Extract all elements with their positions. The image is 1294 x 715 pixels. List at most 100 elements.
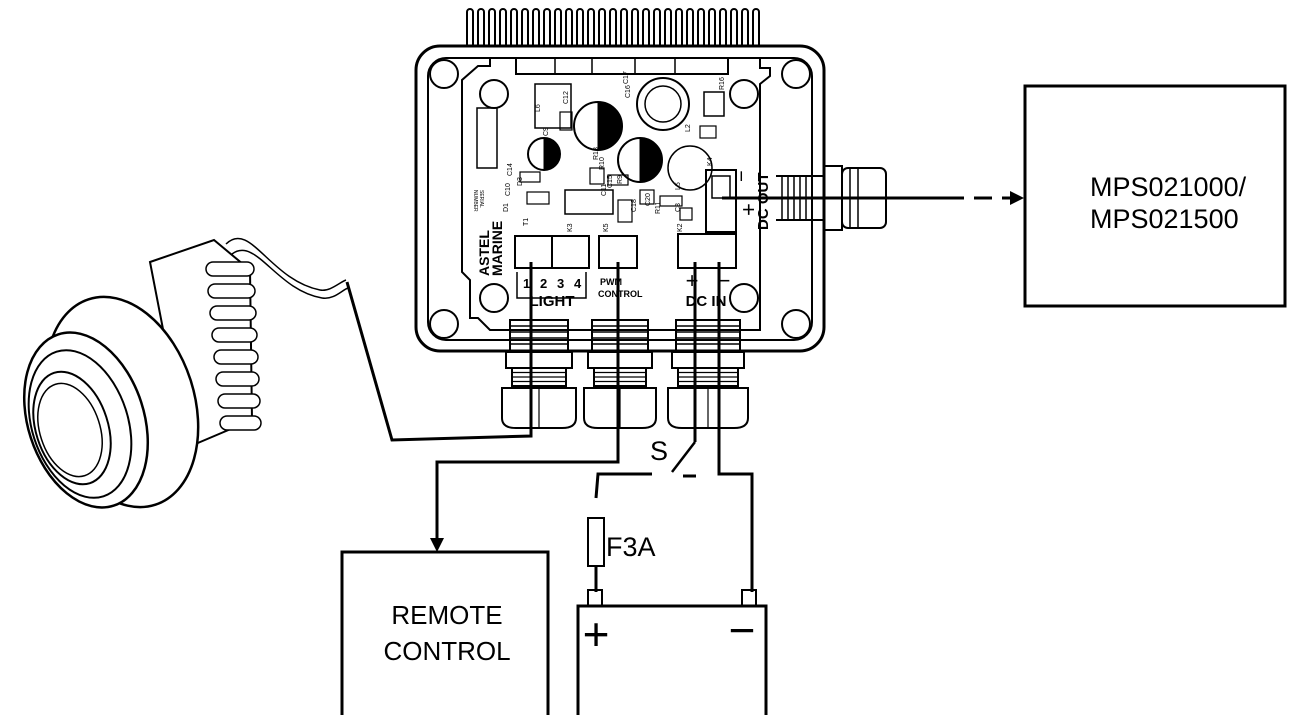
heatsink-fin bbox=[499, 8, 507, 46]
dc-out-minus: − bbox=[731, 170, 753, 182]
pcb-ref-label: C12 bbox=[563, 91, 570, 104]
lamp-fin bbox=[209, 305, 257, 321]
dc-in-plus: + bbox=[686, 268, 699, 293]
remote-control-box bbox=[340, 550, 550, 715]
heatsink-fin bbox=[477, 8, 485, 46]
heatsink-fin bbox=[631, 8, 639, 46]
power-supply-box bbox=[1023, 84, 1287, 308]
power-supply-label-line1: MPS021000/ bbox=[1090, 172, 1247, 202]
heatsink-fin bbox=[741, 8, 749, 46]
heatsink-fin bbox=[488, 8, 496, 46]
dc-out-label: DC OUT bbox=[755, 173, 772, 231]
heatsink-fin bbox=[576, 8, 584, 46]
lamp-fin bbox=[219, 415, 262, 431]
pcb-ref-label: C15 bbox=[607, 175, 614, 188]
dc-out-plus: + bbox=[736, 203, 761, 216]
pcb-ref-label: L6 bbox=[535, 104, 542, 112]
heatsink-fin bbox=[730, 8, 738, 46]
pcb-ref-label: T1 bbox=[523, 218, 530, 226]
cable-gland bbox=[583, 319, 657, 429]
pwm-label-line2: CONTROL bbox=[598, 289, 643, 299]
pcb-ref-label: C9 bbox=[543, 127, 550, 136]
heatsink-fin bbox=[719, 8, 727, 46]
pcb-board bbox=[461, 57, 771, 331]
battery-minus-label: − bbox=[729, 604, 756, 656]
heatsink-fin bbox=[620, 8, 628, 46]
light-pin-4: 4 bbox=[574, 276, 582, 291]
battery bbox=[576, 589, 768, 715]
heatsink-fin bbox=[664, 8, 672, 46]
pcb-ref-label: D1 bbox=[503, 203, 510, 212]
heatsink-fin bbox=[532, 8, 540, 46]
lamp-fin bbox=[207, 283, 256, 299]
heatsink-fin bbox=[697, 8, 705, 46]
heatsink-fin bbox=[554, 8, 562, 46]
remote-control-label-line2: CONTROL bbox=[383, 636, 510, 666]
pcb-ref-label: L2 bbox=[685, 124, 692, 132]
pcb-ref-label: C18 bbox=[631, 199, 638, 212]
capacitor-c16 bbox=[617, 137, 663, 183]
cable-gland bbox=[667, 319, 749, 429]
heatsink-fin bbox=[543, 8, 551, 46]
pwm-label-line1: PWM bbox=[600, 277, 622, 287]
heatsink-fin bbox=[466, 8, 474, 46]
pcb-ref-label: C17 bbox=[623, 71, 630, 84]
pcb-ref-label: C10 bbox=[505, 183, 512, 196]
underwater-light bbox=[22, 237, 349, 509]
heatsink-fin bbox=[565, 8, 573, 46]
brand-label-line2: MARINE bbox=[489, 221, 505, 276]
heatsink-fin bbox=[598, 8, 606, 46]
capacitor-c9 bbox=[527, 137, 561, 171]
pcb-ref-label: R16 bbox=[719, 77, 726, 90]
serial-label-line2: NUMBER bbox=[472, 190, 478, 212]
capacitor-c12 bbox=[573, 101, 623, 151]
brand-label-line1: ASTEL bbox=[476, 230, 492, 276]
pcb-ref-label: K4 bbox=[707, 157, 714, 166]
pcb-ref-label: C11 bbox=[601, 184, 608, 196]
pcb-ref-label: R9 bbox=[617, 175, 624, 184]
cable-glands-bottom bbox=[501, 319, 749, 429]
pcb-ref-label: K3 bbox=[567, 223, 574, 232]
lamp-fin bbox=[213, 349, 259, 365]
heatsink-fin bbox=[609, 8, 617, 46]
heatsink-fin bbox=[675, 8, 683, 46]
pcb-ref-label: C20 bbox=[645, 193, 652, 206]
serial-label-line1: SERIAL bbox=[478, 190, 484, 208]
light-connector-label: LIGHT bbox=[530, 293, 575, 310]
pcb-ref-label: K2 bbox=[677, 223, 684, 232]
lamp-fin bbox=[211, 327, 258, 343]
heatsink-fin bbox=[642, 8, 650, 46]
cable-gland bbox=[501, 319, 577, 429]
pcb-ref-label: C14 bbox=[507, 163, 514, 176]
lamp-fin bbox=[217, 393, 261, 409]
switch-label: S bbox=[650, 436, 668, 466]
light-pin-3: 3 bbox=[557, 276, 564, 291]
heatsink-fin bbox=[708, 8, 716, 46]
heatsink-fin bbox=[653, 8, 661, 46]
pcb-ref-label: K5 bbox=[603, 223, 610, 232]
remote-control-label-line1: REMOTE bbox=[391, 600, 502, 630]
fuse-label: F3A bbox=[606, 532, 656, 562]
pcb-ref-label: R10 bbox=[599, 157, 606, 170]
pcb-ref-label: R11 bbox=[655, 202, 662, 214]
light-connector bbox=[514, 235, 590, 299]
pcb-ref-label: C16 bbox=[625, 85, 632, 98]
pcb-ref-label: R13 bbox=[593, 147, 600, 160]
power-supply-label-line2: MPS021500 bbox=[1090, 204, 1239, 234]
dc-in-label: DC IN bbox=[686, 293, 727, 310]
heatsink-fin bbox=[752, 8, 760, 46]
light-pin-1: 1 bbox=[523, 276, 530, 291]
heatsink-fins bbox=[466, 8, 760, 46]
dc-out-connector bbox=[705, 169, 737, 233]
fuse bbox=[587, 517, 605, 567]
light-pin-2: 2 bbox=[540, 276, 547, 291]
wiring bbox=[345, 191, 1024, 592]
pcb-ref-label: D3 bbox=[517, 177, 524, 186]
heatsink-fin bbox=[510, 8, 518, 46]
pcb-ref-label: C3 bbox=[675, 203, 682, 212]
battery-plus-label: + bbox=[583, 608, 610, 660]
lamp-fin bbox=[215, 371, 260, 387]
heatsink-fin bbox=[521, 8, 529, 46]
